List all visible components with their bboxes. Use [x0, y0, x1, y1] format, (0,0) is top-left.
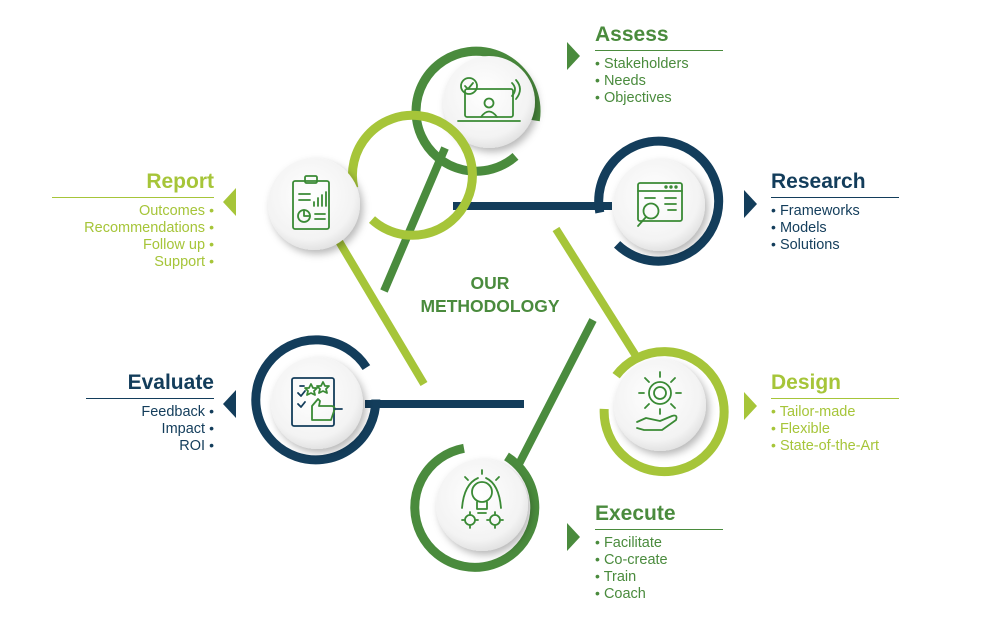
list-item: • Tailor-made [771, 403, 856, 420]
stage-divider [595, 529, 723, 530]
evaluate-node [251, 335, 381, 465]
list-item: Follow up • [143, 236, 214, 253]
stage-items: • Facilitate • Co-create • Train • Coach [595, 534, 723, 602]
evaluate-arrow [223, 390, 236, 418]
center-label: OUR METHODOLOGY [390, 272, 590, 318]
list-item: Outcomes • [138, 202, 214, 219]
stage-divider [595, 50, 723, 51]
list-item: • Train [595, 568, 637, 585]
list-item: Recommendations • [84, 219, 214, 236]
stage-items: • Tailor-made • Flexible • State-of-the-… [771, 403, 899, 454]
stage-design: Design • Tailor-made • Flexible • State-… [771, 371, 899, 454]
list-item: • Facilitate [595, 534, 662, 551]
list-item: • Coach [595, 585, 646, 602]
list-item: • Models [771, 219, 827, 236]
clipboard-chart-icon [292, 175, 330, 230]
design-node [599, 347, 729, 477]
connector-design [552, 226, 640, 359]
browser-magnifier-icon [637, 182, 683, 227]
stage-divider [771, 197, 899, 198]
list-item: • Flexible [771, 420, 830, 437]
stage-title: Design [771, 371, 842, 394]
list-item: • Needs [595, 72, 646, 89]
hand-idea-icon [636, 371, 682, 431]
stage-execute: Execute • Facilitate • Co-create • Train… [595, 502, 723, 602]
stage-items: • Stakeholders • Needs • Objectives [595, 55, 723, 106]
stage-divider [86, 398, 214, 399]
stage-title: Research [771, 170, 866, 193]
stage-report: Report Outcomes • Recommendations • Foll… [52, 170, 214, 270]
connector-execute [515, 318, 597, 466]
laptop-user-check-icon [457, 77, 521, 122]
stage-items: Feedback • Impact • ROI • [86, 403, 214, 454]
stage-research: Research • Frameworks • Models • Solutio… [771, 170, 899, 253]
list-item: • Objectives [595, 89, 672, 106]
execute-arrow [567, 523, 580, 551]
list-item: ROI • [179, 437, 214, 454]
assess-arrow [567, 42, 580, 70]
stage-divider [52, 197, 214, 198]
list-item: • Solutions [771, 236, 840, 253]
stage-evaluate: Evaluate Feedback • Impact • ROI • [86, 371, 214, 454]
rating-thumbs-up-icon [291, 377, 343, 427]
stage-items: Outcomes • Recommendations • Follow up •… [52, 202, 214, 270]
report-node [268, 110, 477, 250]
list-item: • State-of-the-Art [771, 437, 880, 454]
execute-node [410, 443, 540, 572]
report-arrow [223, 188, 236, 216]
center-label-line1: OUR [470, 273, 510, 293]
center-label-line2: METHODOLOGY [420, 296, 560, 316]
list-item: • Frameworks [771, 202, 860, 219]
stage-items: • Frameworks • Models • Solutions [771, 202, 899, 253]
stage-title: Evaluate [127, 371, 214, 394]
list-item: • Stakeholders [595, 55, 689, 72]
assess-node [411, 46, 541, 176]
list-item: Impact • [161, 420, 214, 437]
stage-assess: Assess • Stakeholders • Needs • Objectiv… [595, 23, 723, 106]
list-item: Support • [154, 253, 214, 270]
stage-title: Assess [595, 23, 669, 46]
connector-report [333, 235, 428, 387]
stage-divider [771, 398, 899, 399]
list-item: Feedback • [141, 403, 214, 420]
list-item: • Co-create [595, 551, 668, 568]
bulb-gears-icon [461, 469, 504, 529]
research-node [594, 136, 724, 266]
stage-title: Report [146, 170, 214, 193]
connector-assess [380, 146, 449, 293]
design-arrow [744, 392, 757, 420]
research-arrow [744, 190, 757, 218]
stage-title: Execute [595, 502, 676, 525]
